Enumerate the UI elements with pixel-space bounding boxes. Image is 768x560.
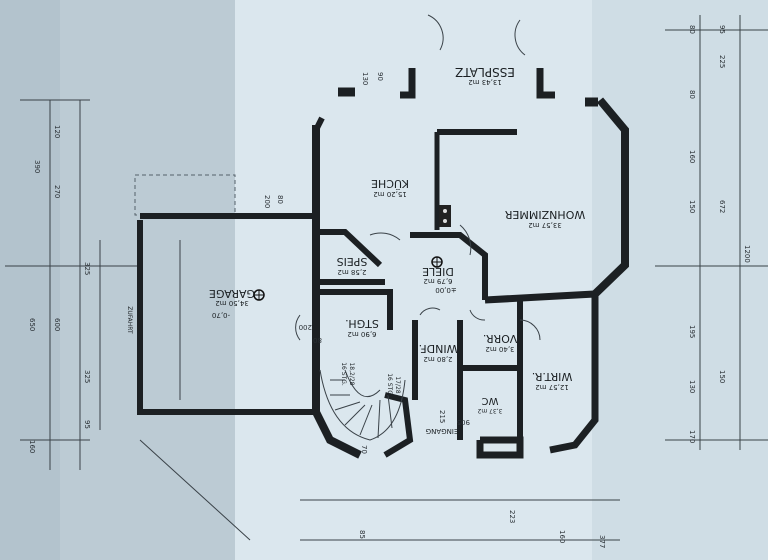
room-garage-level: -0,70 <box>212 311 230 319</box>
dim-left: 95 <box>83 420 91 429</box>
dim-inner: 905 <box>457 418 470 426</box>
room-stgh-area: 6,90 m2 <box>347 330 376 338</box>
dim-left: 160 <box>28 440 36 453</box>
dim-left: 270 <box>53 185 61 198</box>
room-wc-name: WC <box>482 395 499 406</box>
room-vorr-area: 3,40 m2 <box>485 345 514 353</box>
room-wirtr-area: 12,57 m2 <box>535 383 569 391</box>
room-eingang-name: EINGANG <box>426 427 459 435</box>
dim-bottom: 160 <box>558 530 566 543</box>
stair-2-ratio: 17/28 <box>394 376 401 393</box>
room-wohnzimmer-name: WOHNZIMMER <box>504 208 585 221</box>
dim-right: 672 <box>718 200 726 213</box>
room-kueche-name: KÜCHE <box>371 177 409 190</box>
dim-inner: 200 <box>299 323 312 331</box>
dim-inner: 90 <box>376 72 384 81</box>
dim-right: 160 <box>688 150 696 163</box>
dimension-lines-bottom <box>139 439 620 541</box>
dim-right: 195 <box>688 325 696 338</box>
dim-left: 600 <box>53 318 61 331</box>
room-garage-area: 34,50 m2 <box>215 299 249 307</box>
dim-right: 80 <box>688 90 696 99</box>
room-wohnzimmer-area: 33,57 m2 <box>528 221 562 229</box>
dim-right: 1200 <box>743 245 751 263</box>
dim-inner: 80 <box>276 195 284 204</box>
room-diele-level: ±0,00 <box>435 286 456 294</box>
stair-1-steps: 16 STG. <box>340 362 347 386</box>
paper-right <box>592 0 768 560</box>
room-zufahrt-name: ZUFAHRT <box>126 306 133 334</box>
room-vorr-name: VORR. <box>483 332 517 345</box>
room-kueche-area: 15,20 m2 <box>373 190 407 198</box>
level-marker-icon <box>431 256 443 268</box>
stove-icon <box>439 205 451 227</box>
dim-left: 390 <box>33 160 41 173</box>
dim-bottom: 377 <box>598 535 606 548</box>
dim-left: 120 <box>53 125 61 138</box>
dim-right: 225 <box>718 55 726 68</box>
dim-inner: 80 <box>313 336 322 344</box>
staircase <box>319 369 406 441</box>
room-windf-area: 2,80 m2 <box>423 355 452 363</box>
dim-inner: 130 <box>361 72 369 85</box>
dim-right: 130 <box>688 380 696 393</box>
dim-right: 150 <box>718 370 726 383</box>
dim-right: 170 <box>688 430 696 443</box>
room-wirtr-name: WIRT.R. <box>532 370 573 383</box>
dim-bottom: 223 <box>508 510 516 523</box>
room-speis-name: SPEIS <box>337 255 368 268</box>
stair-1-ratio: 18,2/28 <box>348 362 355 385</box>
dim-right: 95 <box>718 25 726 34</box>
stair-2-steps: 16 STG. <box>386 373 393 397</box>
door-swings <box>295 14 541 341</box>
room-windf-name: WINDF. <box>419 342 458 355</box>
dimension-lines-left <box>5 99 140 470</box>
dim-inner: 215 <box>438 410 446 423</box>
room-stgh-name: STGH. <box>345 317 379 330</box>
dim-bottom: 85 <box>358 530 366 539</box>
dim-left: 325 <box>83 262 91 275</box>
dim-inner: 70 <box>360 445 368 454</box>
dim-right: 150 <box>688 200 696 213</box>
room-diele-name: DIELE <box>422 265 454 278</box>
dim-left: 650 <box>28 318 36 331</box>
room-essplatz-name: ESSPLATZ <box>455 65 515 79</box>
room-essplatz-area: 13,43 m2 <box>468 78 502 86</box>
room-speis-area: 2,58 m2 <box>337 268 366 276</box>
room-diele-area: 6,79 m2 <box>423 277 452 285</box>
level-marker-icon <box>253 289 265 301</box>
dimension-lines-right <box>655 15 768 450</box>
room-wc-area: 3,37 m2 <box>477 407 502 414</box>
dim-left: 325 <box>83 370 91 383</box>
walls <box>137 68 629 459</box>
dim-inner: 200 <box>263 195 271 208</box>
room-garage-name: GARAGE <box>209 287 255 300</box>
dim-right: 80 <box>688 25 696 34</box>
